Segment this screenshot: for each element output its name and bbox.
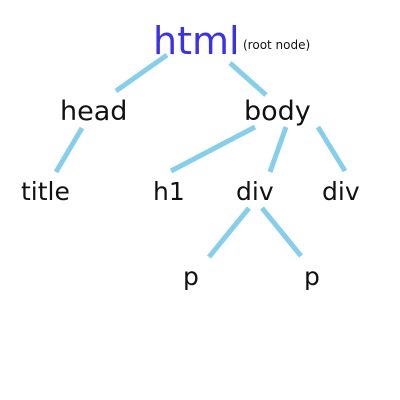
node-p-2: p	[304, 262, 320, 291]
node-head: head	[60, 96, 128, 127]
edge-html-body	[228, 61, 268, 97]
node-body: body	[244, 96, 311, 127]
edge-html-head	[114, 52, 169, 94]
edge-div1-p2	[260, 206, 303, 258]
node-p-1: p	[183, 262, 199, 291]
node-html-root: html	[153, 19, 240, 63]
edge-body-div2	[315, 125, 348, 173]
edge-body-div1	[267, 126, 289, 173]
edge-head-title	[53, 126, 85, 174]
root-node-note: (root node)	[243, 38, 311, 52]
node-div-1: div	[236, 177, 274, 206]
node-h1: h1	[153, 177, 185, 206]
node-title: title	[21, 177, 70, 206]
edge-body-h1	[169, 124, 257, 174]
edge-div1-p1	[207, 206, 251, 259]
node-div-2: div	[322, 177, 360, 206]
